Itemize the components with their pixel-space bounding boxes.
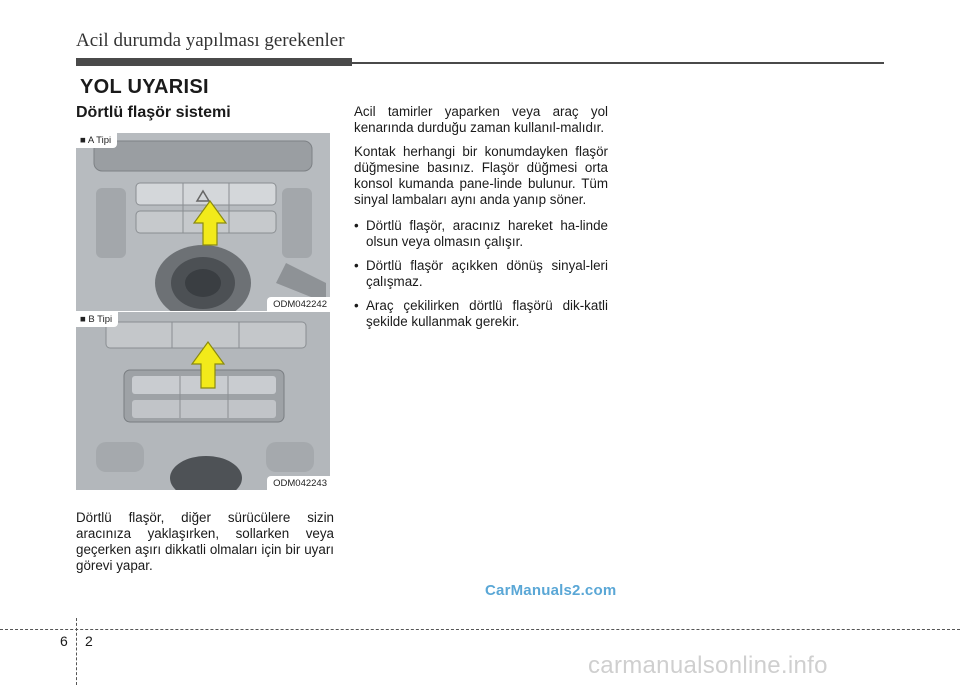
- page-number: 2: [85, 633, 93, 649]
- subsection-title: Dörtlü flaşör sistemi: [76, 104, 231, 121]
- figure-b-photo: ■ B Tipi ODM042243: [76, 312, 330, 490]
- footer-rule: [0, 629, 960, 630]
- watermark-link[interactable]: CarManuals2.com: [485, 582, 617, 599]
- console-a-illustration: [76, 133, 330, 311]
- paragraph-usage: Acil tamirler yaparken veya araç yol ken…: [354, 104, 608, 135]
- bullet: •: [354, 218, 359, 233]
- bullet: •: [354, 258, 359, 273]
- page-chapter-number: 6: [60, 633, 68, 649]
- paragraph-operation: Kontak herhangi bir konumdayken flaşör d…: [354, 144, 608, 207]
- hazard-arrow-a-icon: [192, 199, 228, 246]
- figure-b-code: ODM042243: [267, 476, 330, 490]
- bullet: •: [354, 298, 359, 313]
- footer-divider: [76, 618, 77, 685]
- hazard-arrow-b-icon: [190, 340, 226, 389]
- console-b-illustration: [76, 312, 330, 490]
- figure-a-photo: ■ A Tipi ODM042242: [76, 133, 330, 311]
- left-paragraph: Dörtlü flaşör, diğer sürücülere sizin ar…: [76, 510, 334, 573]
- header-bar: [76, 58, 352, 66]
- list-item: •Araç çekilirken dörtlü flaşörü dik-katl…: [354, 298, 608, 329]
- figure-a-tag: ■ A Tipi: [76, 133, 118, 148]
- footer-watermark: carmanualsonline.info: [588, 652, 828, 679]
- chapter-title: Acil durumda yapılması gerekenler: [76, 30, 345, 51]
- figure-b-tag: ■ B Tipi: [76, 312, 119, 327]
- list-item: •Dörtlü flaşör açıkken dönüş sinyal-leri…: [354, 258, 608, 289]
- right-column: Acil tamirler yaparken veya araç yol ken…: [354, 104, 608, 338]
- list-item: •Dörtlü flaşör, aracınız hareket ha-lind…: [354, 218, 608, 249]
- section-title: YOL UYARISI: [80, 76, 209, 98]
- header-rule: [352, 62, 884, 64]
- figure-a-code: ODM042242: [267, 297, 330, 311]
- notes-list: •Dörtlü flaşör, aracınız hareket ha-lind…: [354, 218, 608, 330]
